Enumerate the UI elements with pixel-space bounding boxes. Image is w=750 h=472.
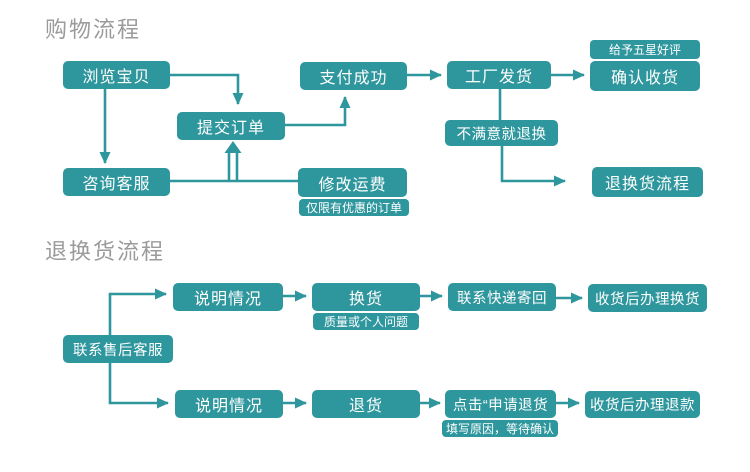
shopping-flow-title: 购物流程 [45,17,142,42]
node-contact-after-sales: 联系售后客服 [63,335,173,363]
node-factory-ship: 工厂发货 [447,61,551,89]
node-click-apply-return: 点击“申请退货 [445,390,556,418]
connector-up-arrowhead [224,141,242,153]
connector-submit-to-pay [285,96,351,127]
connector-browse-to-submit [170,73,244,105]
node-refund-after-receipt: 收货后办理退款 [585,391,700,418]
note-five-star-review: 给予五星好评 [590,40,700,59]
return-flow-title: 退换货流程 [45,239,166,264]
node-explain-situation-exchange: 说明情况 [173,283,283,311]
connector-contact-to-explain2 [108,363,169,409]
node-return-goods: 退货 [312,390,420,418]
note-quality-or-personal: 质量或个人问题 [313,313,419,330]
node-exchange-after-receipt: 收货后办理换货 [588,284,707,312]
node-unsatisfied-return: 不满意就退换 [445,120,558,146]
node-courier-send-back: 联系快递寄回 [448,283,556,311]
connector-contact-to-explain1 [108,288,167,335]
note-discount-orders-only: 仅限有优惠的订单 [299,199,409,216]
connector-unsatisfied-to-returnflow [500,146,566,187]
node-payment-success: 支付成功 [300,62,407,90]
node-consult-service: 咨询客服 [63,168,170,196]
node-exchange-goods: 换货 [312,283,420,311]
node-explain-situation-return: 说明情况 [175,390,283,418]
note-fill-reason-wait-confirm: 填写原因，等待确认 [442,420,558,437]
node-submit-order: 提交订单 [177,112,285,140]
node-return-flow-link: 退换货流程 [592,167,703,197]
node-browse-items: 浏览宝贝 [63,61,170,89]
node-modify-shipping-fee: 修改运费 [298,168,407,197]
node-confirm-receipt: 确认收货 [590,61,700,91]
